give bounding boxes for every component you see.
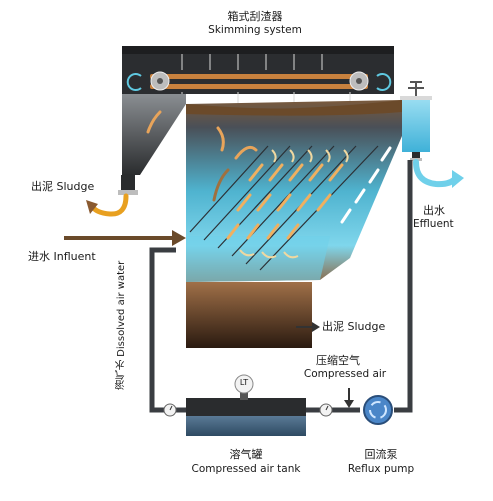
rotation-arrow-right-icon	[376, 73, 392, 91]
gauge-left-icon	[163, 403, 177, 417]
sludge-label-bottom: 出泥 Sludge	[322, 320, 386, 333]
influent-label: 进水 Influent	[28, 250, 96, 263]
effluent-chamber	[400, 81, 432, 161]
effluent-label-cn: 出水	[423, 204, 445, 217]
pump-label-en: Reflux pump	[347, 463, 415, 475]
compressed-air-tank	[186, 374, 306, 436]
rising-flow-arrows	[146, 110, 258, 202]
return-curl-arrows	[239, 149, 349, 259]
skimmer-title-cn: 箱式刮渣器	[227, 10, 283, 23]
effluent-outlet-arrow	[413, 159, 459, 188]
skimmer-title-en: Skimming system	[208, 24, 302, 36]
effluent-label-en: Effluent	[413, 218, 454, 230]
pump-label-cn: 回流泵	[364, 448, 398, 461]
sludge-outlet-arrow	[89, 193, 129, 217]
sludge-hopper	[118, 94, 186, 195]
tank-label-en: Compressed air tank	[191, 463, 301, 475]
skimmer-wheel-right-icon	[349, 71, 369, 91]
weir-valve-icon	[408, 81, 424, 96]
compressed-air-label-cn: 压缩空气	[316, 354, 360, 367]
skimmer-wheel-left-icon	[150, 71, 170, 91]
tank-label-cn: 溶气罐	[229, 448, 263, 461]
effluent-up-arrows	[340, 146, 392, 224]
flotation-tank	[186, 100, 402, 348]
reflux-pump-icon	[363, 395, 393, 425]
gauge-right-icon	[319, 403, 333, 417]
rotation-arrow-left-icon	[126, 73, 142, 91]
level-transmitter-label: LT	[239, 378, 249, 387]
compressed-air-label-en: Compressed air	[303, 368, 387, 380]
sludge-label-left: 出泥 Sludge	[31, 180, 95, 193]
plate-flow-arrows	[226, 163, 344, 240]
dissolved-air-water-label: 溶气水 Dissolved air water	[116, 260, 127, 390]
level-transmitter-icon	[234, 374, 254, 394]
skimming-system	[122, 46, 394, 106]
